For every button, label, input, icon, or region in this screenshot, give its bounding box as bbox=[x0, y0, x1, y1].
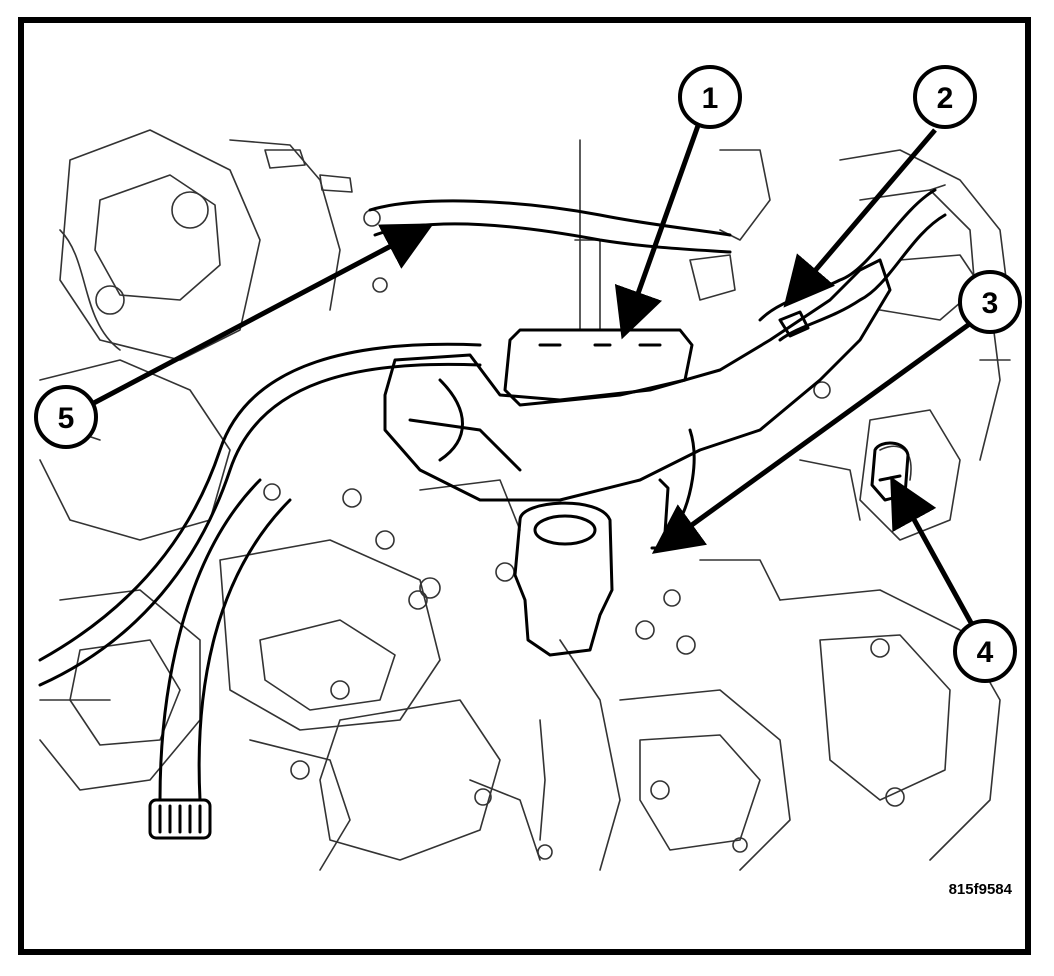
leader-line-2 bbox=[783, 128, 937, 308]
callout-4: 4 bbox=[953, 619, 1017, 683]
figure-code: 815f9584 bbox=[949, 881, 1013, 898]
leader-line-3 bbox=[651, 317, 977, 554]
right-hose bbox=[758, 188, 937, 322]
callout-label-1: 1 bbox=[702, 82, 719, 115]
upper-hose bbox=[368, 199, 732, 237]
callout-1: 1 bbox=[678, 65, 742, 129]
callout-5: 5 bbox=[34, 385, 98, 449]
callout-label-3: 3 bbox=[982, 287, 999, 320]
callout-3: 3 bbox=[958, 270, 1022, 334]
leader-line-1 bbox=[614, 119, 703, 340]
callout-label-5: 5 bbox=[58, 402, 75, 435]
sensor-lead bbox=[650, 478, 670, 550]
hose-clamp bbox=[148, 798, 212, 840]
callout-2: 2 bbox=[913, 65, 977, 129]
vertical-hose bbox=[158, 478, 262, 802]
leader-line-4 bbox=[890, 476, 978, 632]
leader-line-5 bbox=[88, 223, 434, 408]
engine-background-art bbox=[39, 129, 1011, 871]
callout-label-4: 4 bbox=[977, 636, 994, 669]
fitting bbox=[870, 441, 910, 502]
main-components bbox=[38, 188, 947, 840]
left-hose-inner bbox=[38, 342, 482, 662]
outlet-neck bbox=[513, 501, 614, 657]
mount-bracket bbox=[503, 328, 694, 407]
housing-body bbox=[383, 258, 892, 502]
left-hose-outer bbox=[38, 362, 482, 687]
callout-label-2: 2 bbox=[937, 82, 954, 115]
leader-lines bbox=[88, 119, 978, 632]
